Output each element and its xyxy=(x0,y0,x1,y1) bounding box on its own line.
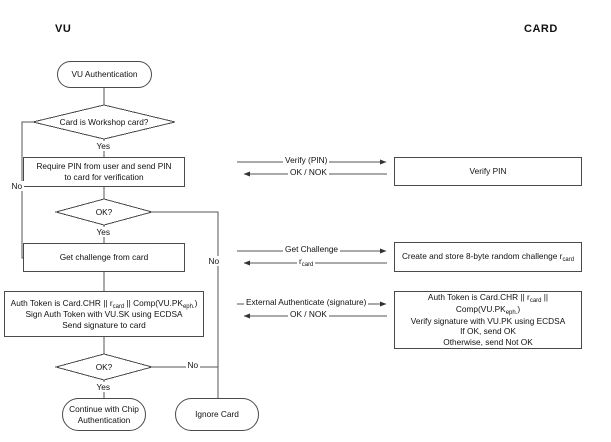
lane-title-card: CARD xyxy=(524,23,558,35)
card-auth-token-l1c: ) xyxy=(517,304,521,315)
msg-rcard-base: r xyxy=(299,256,302,266)
process-require-pin[interactable]: Require PIN from user and send PIN to ca… xyxy=(23,157,185,187)
process-card-create-challenge-label: Create and store 8-byte random challenge… xyxy=(402,251,574,263)
decision-ok2-shape xyxy=(54,353,154,381)
terminator-continue-chip-authentication[interactable]: Continue with Chip Authentication xyxy=(62,398,146,431)
decision-ok1-shape xyxy=(54,198,154,226)
auth-token-vu-l1a: Auth Token is Card.CHR || r xyxy=(10,297,113,308)
process-auth-token-vu-line2: Sign Auth Token with VU.SK using ECDSA xyxy=(25,309,183,320)
process-card-auth-token-line4: Otherwise, send Not OK xyxy=(443,336,533,347)
message-label-get-challenge-response: rcard xyxy=(297,256,316,268)
card-auth-token-l1b: || Comp(VU.PK xyxy=(455,292,549,315)
process-auth-token-vu[interactable]: Auth Token is Card.CHR || rcard || Comp(… xyxy=(4,291,204,337)
process-card-auth-token-line1: Auth Token is Card.CHR || rcard || Comp(… xyxy=(395,292,581,317)
edge-label-ok2-no: No xyxy=(186,360,200,370)
auth-token-vu-sub-eph: eph. xyxy=(182,303,195,310)
message-label-verify-pin-response: OK / NOK xyxy=(288,167,329,177)
card-auth-token-sub-eph: eph. xyxy=(505,310,518,317)
edge-label-ok2-yes: Yes xyxy=(95,382,112,392)
edge-label-workshop-no: No xyxy=(10,181,24,191)
message-label-verify-pin-request: Verify (PIN) xyxy=(283,155,330,165)
lane-title-vu: VU xyxy=(55,23,72,35)
card-auth-token-l1a: Auth Token is Card.CHR || r xyxy=(427,292,530,303)
edge-label-ok1-yes: Yes xyxy=(95,227,112,237)
process-require-pin-line1: Require PIN from user and send PIN xyxy=(36,161,172,172)
auth-token-vu-sub-card: card xyxy=(112,303,125,310)
msg-rcard-sub: card xyxy=(301,262,314,268)
terminator-continue-line1: Continue with Chip xyxy=(69,403,139,414)
terminator-vu-authentication-label: VU Authentication xyxy=(71,69,138,80)
terminator-vu-authentication[interactable]: VU Authentication xyxy=(57,61,152,88)
card-create-challenge-text: Create and store 8-byte random challenge… xyxy=(401,251,563,262)
process-card-create-challenge[interactable]: Create and store 8-byte random challenge… xyxy=(394,242,582,272)
terminator-ignore-card[interactable]: Ignore Card xyxy=(175,398,259,431)
process-auth-token-vu-line1: Auth Token is Card.CHR || rcard || Comp(… xyxy=(11,298,198,310)
terminator-ignore-card-label: Ignore Card xyxy=(195,409,239,420)
message-label-external-authenticate-request: External Authenticate (signature) xyxy=(244,297,369,307)
message-label-external-authenticate-response: OK / NOK xyxy=(288,309,329,319)
terminator-continue-line2: Authentication xyxy=(77,414,131,425)
process-require-pin-line2: to card for verification xyxy=(64,172,144,182)
message-label-get-challenge-request: Get Challenge xyxy=(283,244,341,254)
card-auth-token-sub-card: card xyxy=(529,298,542,305)
decision-workshop-shape xyxy=(32,104,176,140)
process-card-verify-pin[interactable]: Verify PIN xyxy=(394,157,582,186)
edge-label-workshop-yes: Yes xyxy=(95,141,112,151)
edge-label-ok1-no: No xyxy=(207,256,221,266)
process-get-challenge-label: Get challenge from card xyxy=(59,252,149,263)
process-card-auth-token-line3: If OK, send OK xyxy=(460,326,516,337)
process-card-auth-token-line2: Verify signature with VU.PK using ECDSA xyxy=(410,315,566,326)
process-card-verify-pin-label: Verify PIN xyxy=(469,166,507,177)
auth-token-vu-l1c: ) xyxy=(194,297,198,308)
card-create-challenge-sub: card xyxy=(562,257,575,264)
auth-token-vu-l1b: || Comp(VU.PK xyxy=(124,297,183,308)
process-auth-token-vu-line3: Send signature to card xyxy=(62,319,146,330)
process-card-auth-token[interactable]: Auth Token is Card.CHR || rcard || Comp(… xyxy=(394,291,582,349)
process-get-challenge[interactable]: Get challenge from card xyxy=(23,243,185,272)
